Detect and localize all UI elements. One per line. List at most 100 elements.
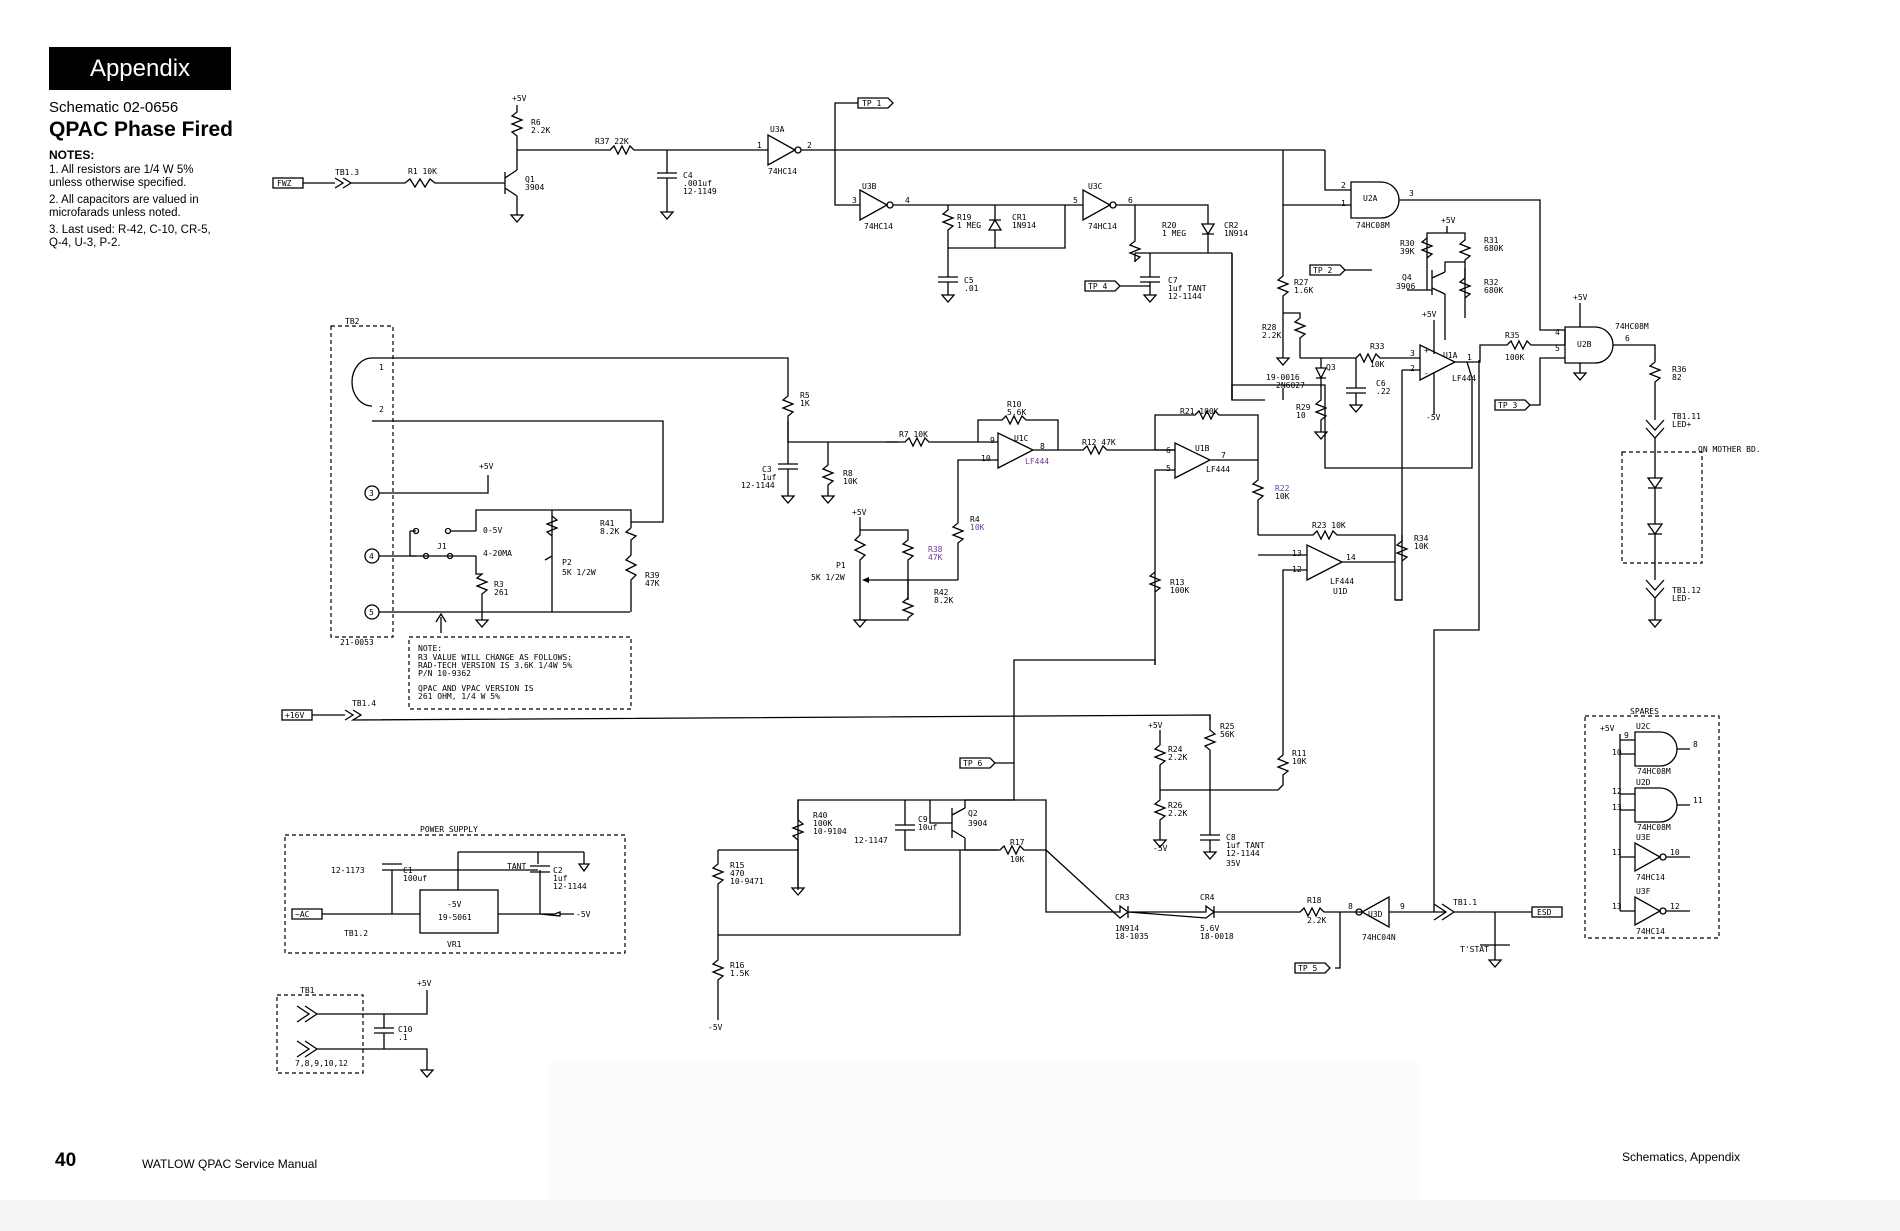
svg-text:TB1.12: TB1.12 bbox=[1672, 586, 1701, 595]
u1a-opamp: U1A LF444 321 +- bbox=[1410, 343, 1476, 383]
svg-text:-5V: -5V bbox=[1153, 844, 1168, 853]
svg-text:TB1.1: TB1.1 bbox=[1453, 898, 1477, 907]
svg-text:12-1144: 12-1144 bbox=[553, 882, 587, 891]
q1-transistor: Q1 3904 bbox=[504, 169, 544, 197]
svg-text:1.5K: 1.5K bbox=[730, 969, 749, 978]
svg-text:R3: R3 bbox=[494, 580, 504, 589]
svg-text:Q1: Q1 bbox=[525, 175, 535, 184]
svg-text:10K: 10K bbox=[1292, 757, 1307, 766]
svg-text:1.6K: 1.6K bbox=[1294, 286, 1313, 295]
svg-text:FWZ: FWZ bbox=[277, 179, 292, 188]
svg-text:LF444: LF444 bbox=[1206, 465, 1230, 474]
svg-text:7,8,9,10,12: 7,8,9,10,12 bbox=[295, 1059, 348, 1068]
svg-text:8: 8 bbox=[1348, 902, 1353, 911]
svg-text:74HC14: 74HC14 bbox=[768, 167, 797, 176]
note-item: 3. Last used: R-42, C-10, CR-5, Q-4, U-3… bbox=[49, 224, 211, 249]
page-title: QPAC Phase Fired bbox=[49, 118, 233, 141]
svg-text:SPARES: SPARES bbox=[1630, 707, 1659, 716]
svg-text:R4: R4 bbox=[970, 515, 980, 524]
svg-text:R18: R18 bbox=[1307, 896, 1322, 905]
svg-text:TP 5: TP 5 bbox=[1298, 964, 1317, 973]
svg-text:12-1144: 12-1144 bbox=[1168, 292, 1202, 301]
svg-text:VR1: VR1 bbox=[447, 940, 462, 949]
svg-text:R1 10K: R1 10K bbox=[408, 167, 437, 176]
svg-text:1uf: 1uf bbox=[553, 874, 568, 883]
svg-text:P/N 10-9362: P/N 10-9362 bbox=[418, 669, 471, 678]
svg-text:ESD: ESD bbox=[1537, 908, 1552, 917]
svg-text:12: 12 bbox=[1612, 787, 1622, 796]
svg-text:-5V: -5V bbox=[447, 900, 462, 909]
svg-text:+16V: +16V bbox=[285, 711, 304, 720]
svg-text:4-20MA: 4-20MA bbox=[483, 549, 512, 558]
svg-text:R17: R17 bbox=[1010, 838, 1025, 847]
svg-text:+5V: +5V bbox=[417, 979, 432, 988]
svg-text:~AC: ~AC bbox=[295, 910, 310, 919]
svg-text:+5V: +5V bbox=[1441, 216, 1456, 225]
svg-text:680K: 680K bbox=[1484, 244, 1503, 253]
svg-text:5K 1/2W: 5K 1/2W bbox=[562, 568, 596, 577]
svg-text:19-5061: 19-5061 bbox=[438, 913, 472, 922]
note-item: 1. All resistors are 1/4 W 5% unless oth… bbox=[49, 164, 194, 189]
svg-text:1uf TANT: 1uf TANT bbox=[1226, 841, 1265, 850]
svg-text:3904: 3904 bbox=[525, 183, 544, 192]
svg-text:R34: R34 bbox=[1414, 534, 1429, 543]
svg-text:74HC08M: 74HC08M bbox=[1637, 767, 1671, 776]
manual-title: WATLOW QPAC Service Manual bbox=[142, 1157, 318, 1171]
note-item: 2. All capacitors are valued in microfar… bbox=[49, 194, 199, 219]
svg-text:RAD-TECH VERSION IS 3.6K 1/4W: RAD-TECH VERSION IS 3.6K 1/4W 5% bbox=[418, 661, 572, 670]
svg-text:U3E: U3E bbox=[1636, 833, 1651, 842]
page-number: 40 bbox=[55, 1150, 77, 1171]
svg-text:.1: .1 bbox=[398, 1033, 408, 1042]
svg-text:74HC08M: 74HC08M bbox=[1356, 221, 1390, 230]
svg-text:LED-: LED- bbox=[1672, 594, 1691, 603]
svg-text:U2C: U2C bbox=[1636, 722, 1651, 731]
svg-text:10: 10 bbox=[981, 454, 991, 463]
u2b-and-gate: U2B 74HC08M 456 bbox=[1555, 322, 1649, 364]
svg-text:11: 11 bbox=[1693, 796, 1703, 805]
svg-text:TP 2: TP 2 bbox=[1313, 266, 1332, 275]
svg-text:R26: R26 bbox=[1168, 801, 1183, 810]
svg-text:18-0018: 18-0018 bbox=[1200, 932, 1234, 941]
svg-text:+: + bbox=[1424, 346, 1429, 355]
svg-text:LF444: LF444 bbox=[1452, 374, 1476, 383]
schematic-number: Schematic 02-0656 bbox=[49, 99, 179, 116]
svg-text:R19: R19 bbox=[957, 213, 972, 222]
svg-text:10K: 10K bbox=[1414, 542, 1429, 551]
svg-text:12: 12 bbox=[1670, 902, 1680, 911]
svg-text:-5V: -5V bbox=[576, 910, 591, 919]
svg-text:TB2: TB2 bbox=[345, 317, 360, 326]
svg-text:R37 22K: R37 22K bbox=[595, 137, 629, 146]
svg-text:82: 82 bbox=[1672, 373, 1682, 382]
svg-text:R36: R36 bbox=[1672, 365, 1687, 374]
page-edge bbox=[0, 1200, 1900, 1231]
svg-text:13: 13 bbox=[1612, 902, 1622, 911]
svg-text:CR4: CR4 bbox=[1200, 893, 1215, 902]
svg-text:10K: 10K bbox=[1010, 855, 1025, 864]
svg-text:TP 3: TP 3 bbox=[1498, 401, 1517, 410]
svg-text:5.6V: 5.6V bbox=[1200, 924, 1219, 933]
svg-text:LED+: LED+ bbox=[1672, 420, 1691, 429]
svg-text:R30: R30 bbox=[1400, 239, 1415, 248]
svg-text:2.2K: 2.2K bbox=[531, 126, 550, 135]
svg-text:1N914: 1N914 bbox=[1115, 924, 1139, 933]
svg-text:100K: 100K bbox=[1505, 353, 1524, 362]
svg-text:R25: R25 bbox=[1220, 722, 1235, 731]
svg-text:U2B: U2B bbox=[1577, 340, 1592, 349]
svg-text:U3B: U3B bbox=[862, 182, 877, 191]
notes-heading: NOTES: bbox=[49, 148, 95, 162]
svg-text:47K: 47K bbox=[928, 553, 943, 562]
svg-text:1: 1 bbox=[1341, 199, 1346, 208]
svg-text:C1: C1 bbox=[403, 866, 413, 875]
svg-text:TP 4: TP 4 bbox=[1088, 282, 1107, 291]
svg-text:Q2: Q2 bbox=[968, 809, 978, 818]
svg-text:3906: 3906 bbox=[1396, 282, 1415, 291]
svg-text:C10: C10 bbox=[398, 1025, 413, 1034]
svg-text:P2: P2 bbox=[562, 558, 572, 567]
svg-text:21-0053: 21-0053 bbox=[340, 638, 374, 647]
svg-text:1: 1 bbox=[757, 141, 762, 150]
svg-text:TB1.3: TB1.3 bbox=[335, 168, 359, 177]
